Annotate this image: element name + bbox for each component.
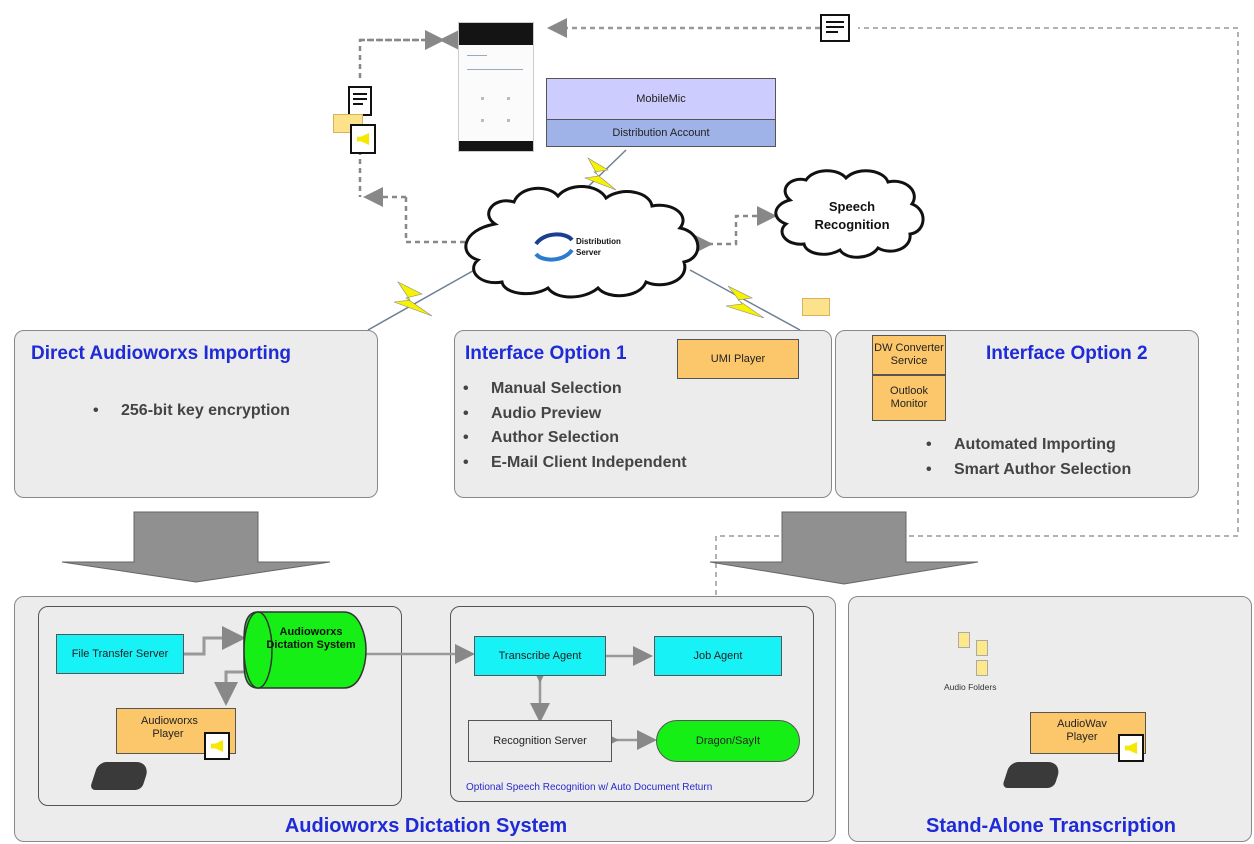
audiowav-player-label: AudioWav Player xyxy=(1057,718,1107,743)
panel-direct-importing: Direct Audioworxs Importing 256-bit key … xyxy=(14,330,378,498)
job-agent-box: Job Agent xyxy=(654,636,782,676)
list-item: Automated Importing xyxy=(918,433,1131,458)
panel-interface-option-1: Interface Option 1 UMI Player Manual Sel… xyxy=(454,330,832,498)
list-item: Smart Author Selection xyxy=(918,458,1131,483)
foot-pedal-icon xyxy=(1001,762,1063,788)
bolt-icon xyxy=(583,157,617,191)
speech-recognition-label: Speech Recognition xyxy=(814,199,890,232)
recognition-server-label: Recognition Server xyxy=(493,734,587,747)
mobilemic-app-box: MobileMic xyxy=(546,78,776,120)
document-icon xyxy=(820,14,850,42)
speech-recognition-note: Optional Speech Recognition w/ Auto Docu… xyxy=(466,782,713,793)
transcribe-agent-box: Transcribe Agent xyxy=(474,636,606,676)
transcribe-agent-label: Transcribe Agent xyxy=(498,649,582,662)
dw-converter-label: DW Converter Service xyxy=(874,342,944,367)
down-arrow-right xyxy=(709,511,979,585)
dashed-return-line xyxy=(715,27,1239,622)
dragon-sayit-label: Dragon/SayIt xyxy=(695,734,761,747)
option2-bullet-list: Automated Importing Smart Author Selecti… xyxy=(918,433,1131,482)
folder-icon xyxy=(976,640,988,656)
cloud-speech-recognition xyxy=(774,169,925,259)
outlook-monitor-label: Outlook Monitor xyxy=(890,385,928,410)
bolt-icon xyxy=(725,285,765,319)
panel-title-option-2: Interface Option 2 xyxy=(986,343,1148,364)
list-item: Audio Preview xyxy=(455,402,687,427)
list-item: Manual Selection xyxy=(455,377,687,402)
list-item: 256-bit key encryption xyxy=(85,399,290,424)
distribution-account-box: Distribution Account xyxy=(546,119,776,147)
dw-converter-service-box: DW Converter Service xyxy=(872,335,946,375)
file-transfer-server-box: File Transfer Server xyxy=(56,634,184,674)
panel-interface-option-2: DW Converter Service Outlook Monitor Int… xyxy=(835,330,1199,498)
speaker-icon xyxy=(1118,734,1144,762)
distribution-server-label: Distribution Server xyxy=(576,237,621,257)
folder-icon xyxy=(976,660,988,676)
folder-icon xyxy=(958,632,970,648)
option1-bullet-list: Manual Selection Audio Preview Author Se… xyxy=(455,377,687,475)
down-arrow-left xyxy=(61,511,331,583)
standalone-title: Stand-Alone Transcription xyxy=(925,815,1177,837)
audio-folders-label: Audio Folders xyxy=(944,682,997,692)
envelope-icon xyxy=(802,298,830,316)
distribution-account-label: Distribution Account xyxy=(612,126,710,139)
document-icon xyxy=(348,86,372,116)
file-transfer-server-label: File Transfer Server xyxy=(71,647,169,660)
speaker-icon xyxy=(204,732,230,760)
recognition-server-box: Recognition Server xyxy=(468,720,612,762)
dictation-system-title: Audioworxs Dictation System xyxy=(284,815,568,837)
outlook-monitor-box: Outlook Monitor xyxy=(872,375,946,421)
audioworxs-player-label: Audioworxs Player xyxy=(141,715,198,740)
database-label: Audioworxs Dictation System xyxy=(266,626,356,651)
dashed-link-left xyxy=(358,30,459,80)
list-item: Author Selection xyxy=(455,426,687,451)
speaker-icon xyxy=(350,124,376,154)
direct-bullet-list: 256-bit key encryption xyxy=(85,399,290,424)
panel-title-option-1: Interface Option 1 xyxy=(465,343,627,364)
foot-pedal-icon xyxy=(89,762,151,790)
umi-player-label: UMI Player xyxy=(710,352,766,365)
panel-title-direct: Direct Audioworxs Importing xyxy=(31,343,292,364)
job-agent-label: Job Agent xyxy=(693,649,743,662)
mobile-phone xyxy=(458,22,534,152)
cloud-distribution-server xyxy=(464,185,700,299)
dragon-sayit-box: Dragon/SayIt xyxy=(656,720,800,762)
list-item: E-Mail Client Independent xyxy=(455,451,687,476)
mobilemic-label: MobileMic xyxy=(636,92,686,105)
umi-player-box: UMI Player xyxy=(677,339,799,379)
bolt-icon xyxy=(393,281,433,317)
